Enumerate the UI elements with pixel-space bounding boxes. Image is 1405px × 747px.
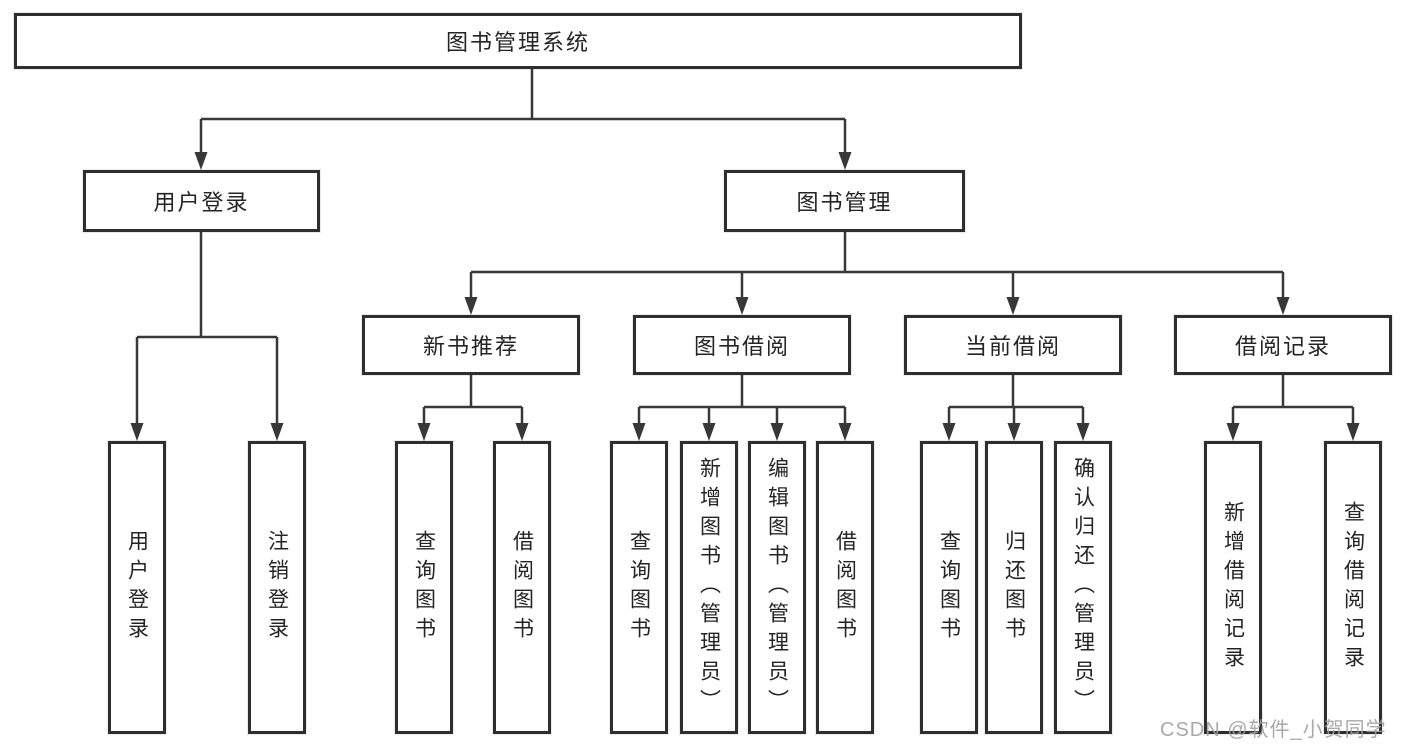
node-label: 图书管理 <box>796 190 893 215</box>
node-label: 新书推荐 <box>422 334 519 359</box>
node-group-book-borrowing: 图书借阅 <box>633 315 851 375</box>
node-label: 当前借阅 <box>964 334 1061 359</box>
node-leaf-confirm-return-admin: 确认归还（管理员） <box>1054 441 1112 734</box>
node-label: 新增借阅记录 <box>1221 500 1245 675</box>
node-leaf-add-borrow-record: 新增借阅记录 <box>1204 441 1262 734</box>
node-label: 归还图书 <box>1002 529 1026 646</box>
node-label: 借阅记录 <box>1234 334 1331 359</box>
node-leaf-add-books-admin: 新增图书（管理员） <box>680 441 738 734</box>
node-leaf-query-books-current: 查询图书 <box>920 441 978 734</box>
node-label: 查询借阅记录 <box>1341 500 1365 675</box>
node-leaf-logout: 注销登录 <box>248 441 306 734</box>
tree-edges <box>135 69 1355 424</box>
node-group-borrowing-records: 借阅记录 <box>1174 315 1392 375</box>
node-leaf-borrow-books: 借阅图书 <box>816 441 874 734</box>
node-label: 借阅图书 <box>833 529 857 646</box>
node-label: 用户登录 <box>125 529 149 646</box>
node-leaf-query-borrow-record: 查询借阅记录 <box>1324 441 1382 734</box>
csdn-watermark: CSDN @软件_小贺同学 <box>1160 719 1387 741</box>
node-label: 图书借阅 <box>693 334 790 359</box>
arrowheads <box>130 152 1360 441</box>
node-branch-user-login: 用户登录 <box>83 170 320 232</box>
node-leaf-query-books-recommend: 查询图书 <box>395 441 453 734</box>
node-leaf-query-books-borrowing: 查询图书 <box>610 441 668 734</box>
node-label: 借阅图书 <box>510 529 534 646</box>
node-label: 用户登录 <box>153 190 250 215</box>
node-label: 新增图书（管理员） <box>697 457 721 718</box>
node-leaf-edit-books-admin: 编辑图书（管理员） <box>748 441 806 734</box>
node-group-new-book-recommend: 新书推荐 <box>362 315 580 375</box>
node-root-library-system: 图书管理系统 <box>14 13 1022 69</box>
node-label: 查询图书 <box>412 529 436 646</box>
node-label: 查询图书 <box>627 529 651 646</box>
node-label: 图书管理系统 <box>445 30 590 55</box>
node-label: 注销登录 <box>265 529 289 646</box>
node-label: 查询图书 <box>937 529 961 646</box>
node-group-current-borrowing: 当前借阅 <box>904 315 1122 375</box>
node-label: 编辑图书（管理员） <box>765 457 789 718</box>
node-label: 确认归还（管理员） <box>1071 457 1095 718</box>
node-branch-book-management: 图书管理 <box>724 170 965 232</box>
node-leaf-borrow-books-recommend: 借阅图书 <box>493 441 551 734</box>
node-leaf-user-login: 用户登录 <box>108 441 166 734</box>
node-leaf-return-books: 归还图书 <box>985 441 1043 734</box>
